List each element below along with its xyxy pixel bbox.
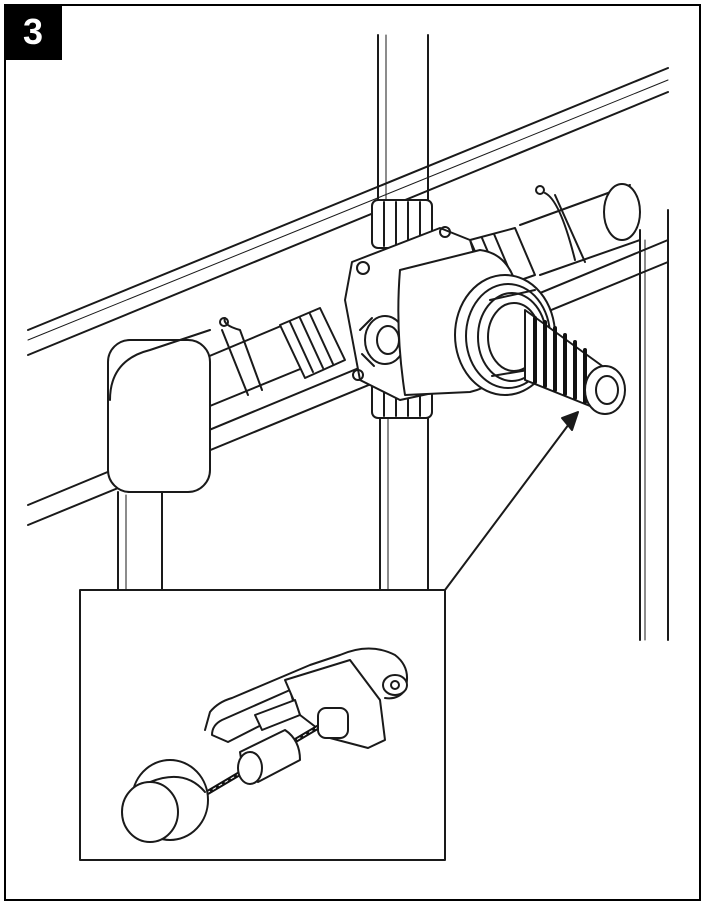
illustration-frame <box>4 4 701 901</box>
vertical-pipe-top <box>377 34 429 211</box>
pipe-cutter-tool <box>121 647 408 843</box>
left-pipe-elbow <box>107 317 311 591</box>
step-number-badge: 3 <box>4 4 62 60</box>
callout-arrow <box>444 411 579 591</box>
vertical-pipe-bottom <box>379 409 429 591</box>
right-pipe <box>519 183 641 276</box>
left-union-nut <box>279 307 346 379</box>
threaded-stem <box>524 309 626 415</box>
